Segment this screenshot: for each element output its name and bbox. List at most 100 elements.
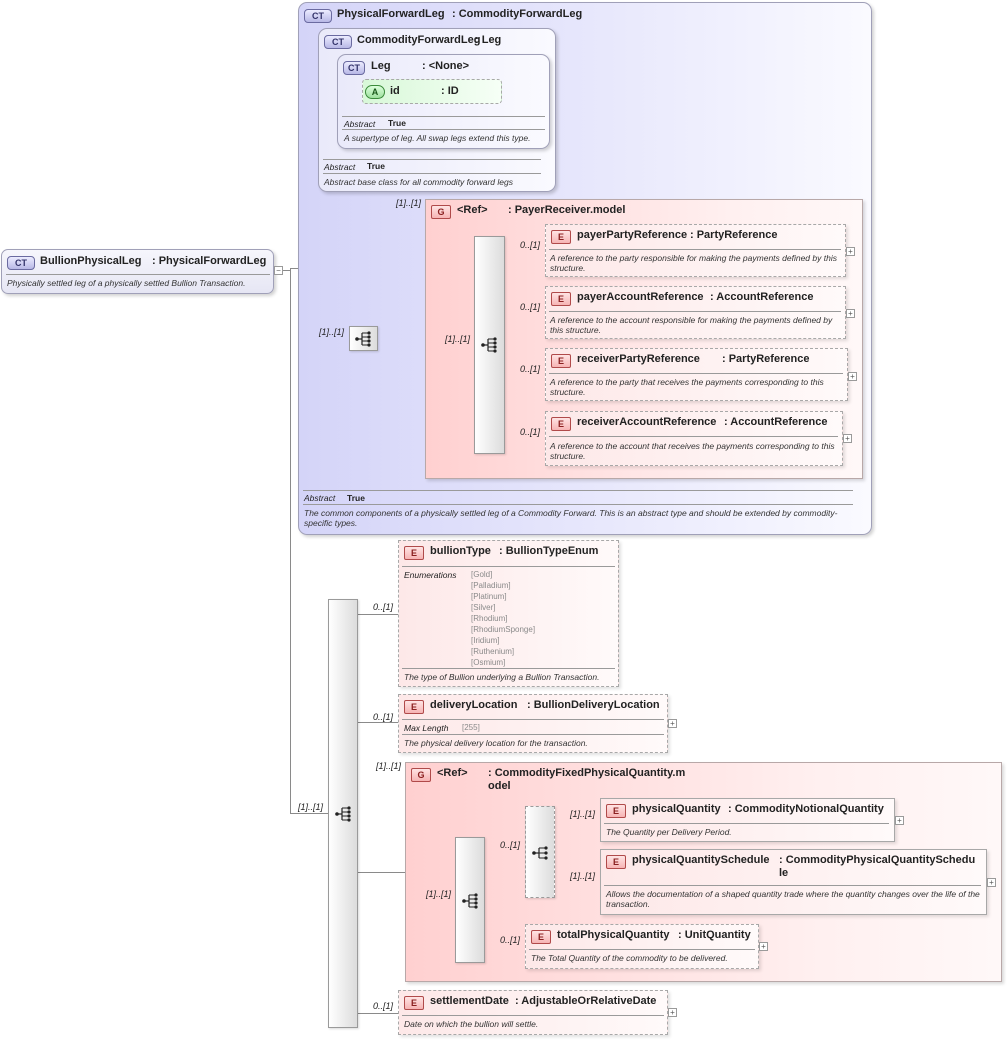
pfl-abstract-label: Abstract [304,493,336,503]
element-badge: E [531,930,551,944]
qty-sequence-compositor[interactable] [455,837,485,963]
expand-toggle[interactable]: + [846,247,855,256]
attribute-id[interactable]: A id : ID [362,79,502,104]
expand-toggle[interactable]: + [987,878,996,887]
ct-badge: CT [343,61,365,75]
element-badge: E [551,417,571,431]
root-desc: Physically settled leg of a physically s… [7,278,246,288]
element-desc: A reference to the party responsible for… [550,253,837,273]
element-desc: The Total Quantity of the commodity to b… [531,953,728,963]
expand-toggle[interactable]: + [848,372,857,381]
element-desc: A reference to the account responsible f… [550,315,833,335]
card-pfl-seq: [1]..[1] [319,327,345,337]
expand-toggle[interactable]: + [846,309,855,318]
max-length-label: Max Length [404,723,449,733]
root-complex-type[interactable]: CT BullionPhysicalLeg : PhysicalForwardL… [1,249,274,294]
element-badge: E [551,230,571,244]
element-type: : CommodityPhysicalQuantitySchedu le [779,854,976,879]
element-type: : BullionDeliveryLocation [527,699,660,711]
attribute-badge: A [365,85,385,99]
ct-badge: CT [304,9,332,23]
element-name: physicalQuantitySchedule [632,854,770,866]
expand-toggle[interactable]: + [895,816,904,825]
element-settlement-date[interactable]: E settlementDate : AdjustableOrRelativeD… [398,990,668,1035]
element-badge: E [606,855,626,869]
element-receiver-account-reference[interactable]: E receiverAccountReference : AccountRefe… [545,411,843,466]
card-physical-quantity-schedule: [1]..[1] [570,871,596,881]
card-choice: 0..[1] [500,840,521,850]
element-type: : PartyReference [722,353,810,365]
card-physical-quantity: [1]..[1] [570,809,596,819]
element-name: totalPhysicalQuantity [557,929,670,941]
element-badge: E [404,996,424,1010]
element-badge: E [606,804,626,818]
leg-abstract-value: True [388,118,406,128]
element-type: : BullionTypeEnum [499,545,599,557]
cfl-type: : Leg [475,34,502,46]
enum-value: [Gold] [471,570,493,579]
root-name: BullionPhysicalLeg [40,255,142,267]
element-delivery-location[interactable]: E deliveryLocation : BullionDeliveryLoca… [398,694,668,753]
choice-compositor[interactable] [525,806,555,898]
card-settlement-date: 0..[1] [373,1001,394,1011]
element-type: : PartyReference [690,229,778,241]
element-physical-quantity-schedule[interactable]: E physicalQuantitySchedule : CommodityPh… [600,849,987,915]
pfl-desc: The common components of a physically se… [304,508,838,528]
element-desc: The Quantity per Delivery Period. [606,827,732,837]
card-total-physical-quantity: 0..[1] [500,935,521,945]
pfl-abstract-value: True [347,493,365,503]
card-payer-account: 0..[1] [520,302,541,312]
group-type: : CommodityFixedPhysicalQuantity.m odel [488,767,686,792]
leg-desc: A supertype of leg. All swap legs extend… [344,133,531,143]
card-bullion-type: 0..[1] [373,602,394,612]
card-qty-group: [1]..[1] [376,761,402,771]
element-total-physical-quantity[interactable]: E totalPhysicalQuantity : UnitQuantity T… [525,924,759,969]
enum-value: [RhodiumSponge] [471,625,536,634]
enum-list: [Gold] [Palladium] [Platinum] [Silver] [… [471,569,535,668]
element-badge: E [551,292,571,306]
card-receiver-account: 0..[1] [520,427,541,437]
max-length-value: [255] [462,723,480,732]
cfl-abstract-label: Abstract [324,162,356,172]
element-name: payerPartyReference [577,229,688,241]
element-name: receiverAccountReference [577,416,717,428]
cfl-name: CommodityForwardLeg [357,34,481,46]
group-badge: G [411,768,431,782]
cfl-abstract-value: True [367,161,385,171]
element-name: receiverPartyReference [577,353,700,365]
group-badge: G [431,205,451,219]
expand-toggle[interactable]: + [843,434,852,443]
main-sequence-compositor[interactable] [328,599,358,1028]
sequence-icon [481,337,497,353]
card-payer-party: 0..[1] [520,240,541,250]
expand-toggle[interactable]: + [668,1008,677,1017]
sequence-icon [355,331,371,347]
expand-toggle[interactable]: + [668,719,677,728]
element-desc: A reference to the account that receives… [550,441,835,461]
element-physical-quantity[interactable]: E physicalQuantity : CommodityNotionalQu… [600,798,895,842]
enum-value: [Platinum] [471,592,507,601]
card-delivery-location: 0..[1] [373,712,394,722]
sequence-compositor[interactable] [349,326,378,351]
card-receiver-party: 0..[1] [520,364,541,374]
element-badge: E [551,354,571,368]
card-payer-seq: [1]..[1] [445,334,471,344]
root-expand-toggle[interactable]: − [274,266,283,275]
attribute-name: id [390,85,400,97]
leg-type-ref: : <None> [422,60,470,72]
element-bullion-type[interactable]: E bullionType : BullionTypeEnum Enumerat… [398,540,619,687]
element-receiver-party-reference[interactable]: E receiverPartyReference : PartyReferenc… [545,348,848,401]
element-payer-party-reference[interactable]: E payerPartyReference : PartyReference A… [545,224,846,277]
payer-sequence-compositor[interactable] [474,236,505,454]
attribute-type: : ID [441,85,459,97]
card-main-seq: [1]..[1] [298,802,324,812]
pfl-name: PhysicalForwardLeg [337,8,445,20]
leg-abstract-label: Abstract [344,119,376,129]
expand-toggle[interactable]: + [759,942,768,951]
element-payer-account-reference[interactable]: E payerAccountReference : AccountReferen… [545,286,846,339]
sequence-icon [462,893,478,909]
element-type: : AccountReference [710,291,814,303]
group-ref: <Ref> [457,204,488,216]
element-type: : AccountReference [724,416,828,428]
cfl-desc: Abstract base class for all commodity fo… [324,177,513,187]
